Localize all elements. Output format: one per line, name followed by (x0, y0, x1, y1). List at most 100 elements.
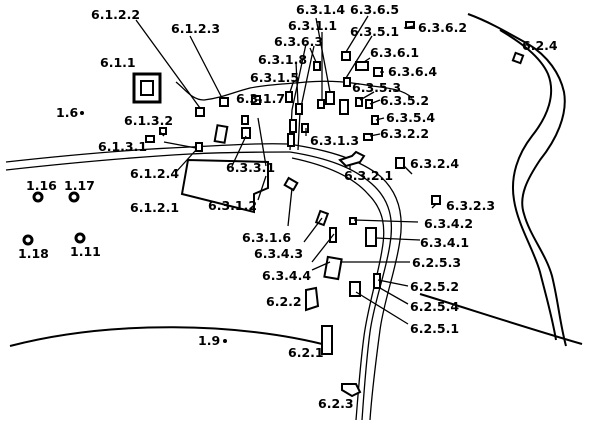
building-6-3-5-3 (355, 97, 363, 107)
building-6-3-2-3 (431, 195, 441, 205)
north-boundary (175, 80, 413, 101)
label-1-17: 1.17 (64, 178, 95, 193)
label-6-3-5-4: 6.3.5.4 (386, 110, 435, 125)
building-6-3-1-8 (295, 103, 303, 115)
building-6-3-4-2 (349, 217, 357, 225)
label-6-3-3-1: 6.3.3.1 (226, 160, 275, 175)
well-1-16 (32, 191, 44, 203)
label-6-2-5-3: 6.2.5.3 (412, 255, 461, 270)
label-1-6: 1.6 (56, 105, 78, 120)
label-6-2-1: 6.2.1 (288, 345, 324, 360)
leader-lines (135, 15, 437, 325)
building-6-1-2-3 (219, 97, 229, 107)
road-north-b (297, 45, 315, 151)
label-6-1-3-1: 6.1.3.1 (98, 139, 147, 154)
well-1-18 (22, 234, 34, 246)
curve-lower-right (419, 293, 583, 345)
label-6-1-2-4: 6.1.2.4 (130, 166, 179, 181)
labels: 6.1.2.2 6.1.2.3 6.1.1 1.6 6.1.3.2 6.1.3.… (18, 2, 558, 411)
building-6-2-5-1 (349, 281, 361, 297)
building-6-1-2-4 (195, 142, 203, 152)
label-6-3-1-3: 6.3.1.3 (310, 133, 359, 148)
label-6-3-1-8: 6.3.1.8 (258, 52, 307, 67)
label-1-11: 1.11 (70, 244, 101, 259)
label-6-2-5-2: 6.2.5.2 (410, 279, 459, 294)
building-6-3-2-2 (363, 133, 373, 141)
label-6-3-4-4: 6.3.4.4 (262, 268, 311, 283)
label-6-3-2-4: 6.3.2.4 (410, 156, 459, 171)
building-6-1-2-2 (195, 107, 205, 117)
field-6-1-2-1 (180, 158, 269, 214)
label-6-3-5-2: 6.3.5.2 (380, 93, 429, 108)
well-1-17 (68, 191, 80, 203)
label-6-1-3-2: 6.1.3.2 (124, 113, 173, 128)
road-south-b (289, 151, 393, 421)
label-6-3-6-5: 6.3.6.5 (350, 2, 399, 17)
label-6-2-3: 6.2.3 (318, 396, 354, 411)
label-6-1-2-3: 6.1.2.3 (171, 21, 220, 36)
building-6-3-6-1 (355, 61, 369, 71)
label-6-3-4-3: 6.3.4.3 (254, 246, 303, 261)
label-6-3-6-3: 6.3.6.3 (274, 34, 323, 49)
label-6-2-4: 6.2.4 (522, 38, 558, 53)
label-6-2-5-1: 6.2.5.1 (410, 321, 459, 336)
building-6-3-1-2 (283, 176, 299, 192)
label-6-3-1-4: 6.3.1.4 (296, 2, 345, 17)
building-6-3-6-3 (313, 61, 321, 71)
label-6-3-5-3: 6.3.5.3 (352, 80, 401, 95)
well-1-11 (74, 232, 86, 244)
label-6-3-1-6: 6.3.1.6 (242, 230, 291, 245)
building-6-3-1-1 (317, 99, 325, 109)
label-6-2-5-4: 6.2.5.4 (410, 299, 459, 314)
label-6-3-1-1: 6.3.1.1 (288, 18, 337, 33)
point-1-6 (80, 111, 84, 115)
building-a (213, 124, 229, 144)
building-6-3-5-2 (365, 99, 373, 109)
label-6-2-2: 6.2.2 (266, 294, 302, 309)
building-6-3-4-4 (323, 255, 343, 281)
building-6-3-4-1 (365, 227, 377, 247)
building-6-2-3 (341, 383, 362, 398)
building-6-3-6-2 (405, 21, 415, 29)
building-6-2-5-2 (373, 273, 381, 289)
road-south-c (291, 157, 385, 421)
building-6-2-1 (321, 325, 333, 355)
building-d (289, 119, 297, 133)
building-c (241, 127, 251, 139)
label-1-16: 1.16 (26, 178, 57, 193)
building-6-1-1 (132, 72, 162, 104)
building-6-2-4 (511, 51, 525, 65)
road-main-upper (5, 143, 289, 163)
label-6-3-1-7: 6.3.1.7 (236, 91, 285, 106)
building-f (339, 99, 349, 115)
building-6-1-3-2 (159, 127, 167, 135)
label-6-3-2-2: 6.3.2.2 (380, 126, 429, 141)
label-6-3-5-1: 6.3.5.1 (350, 24, 399, 39)
label-6-3-6-4: 6.3.6.4 (388, 64, 437, 79)
label-6-3-1-2: 6.3.1.2 (208, 198, 257, 213)
building-6-3-1-5 (285, 91, 293, 103)
label-6-3-2-3: 6.3.2.3 (446, 198, 495, 213)
building-6-3-1-4 (325, 91, 335, 105)
label-6-3-1-5: 6.3.1.5 (250, 70, 299, 85)
building-e (287, 133, 295, 147)
label-1-18: 1.18 (18, 246, 49, 261)
label-6-3-6-1: 6.3.6.1 (370, 45, 419, 60)
label-6-3-4-1: 6.3.4.1 (420, 235, 469, 250)
label-6-1-1: 6.1.1 (100, 55, 136, 70)
curve-lower-left (9, 326, 331, 347)
building-6-3-2-4 (395, 157, 405, 169)
road-main-lower (5, 151, 291, 171)
building-6-3-2-1 (338, 150, 366, 168)
building-6-1-1-inner (140, 80, 154, 96)
label-1-9: 1.9 (198, 333, 220, 348)
label-6-3-6-2: 6.3.6.2 (418, 20, 467, 35)
building-6-3-5-1 (343, 77, 351, 87)
label-6-3-4-2: 6.3.4.2 (424, 216, 473, 231)
label-6-3-2-1: 6.3.2.1 (344, 168, 393, 183)
building-6-3-1-3 (301, 123, 309, 133)
river-bank-inner (499, 29, 557, 341)
label-6-1-2-2: 6.1.2.2 (91, 7, 140, 22)
